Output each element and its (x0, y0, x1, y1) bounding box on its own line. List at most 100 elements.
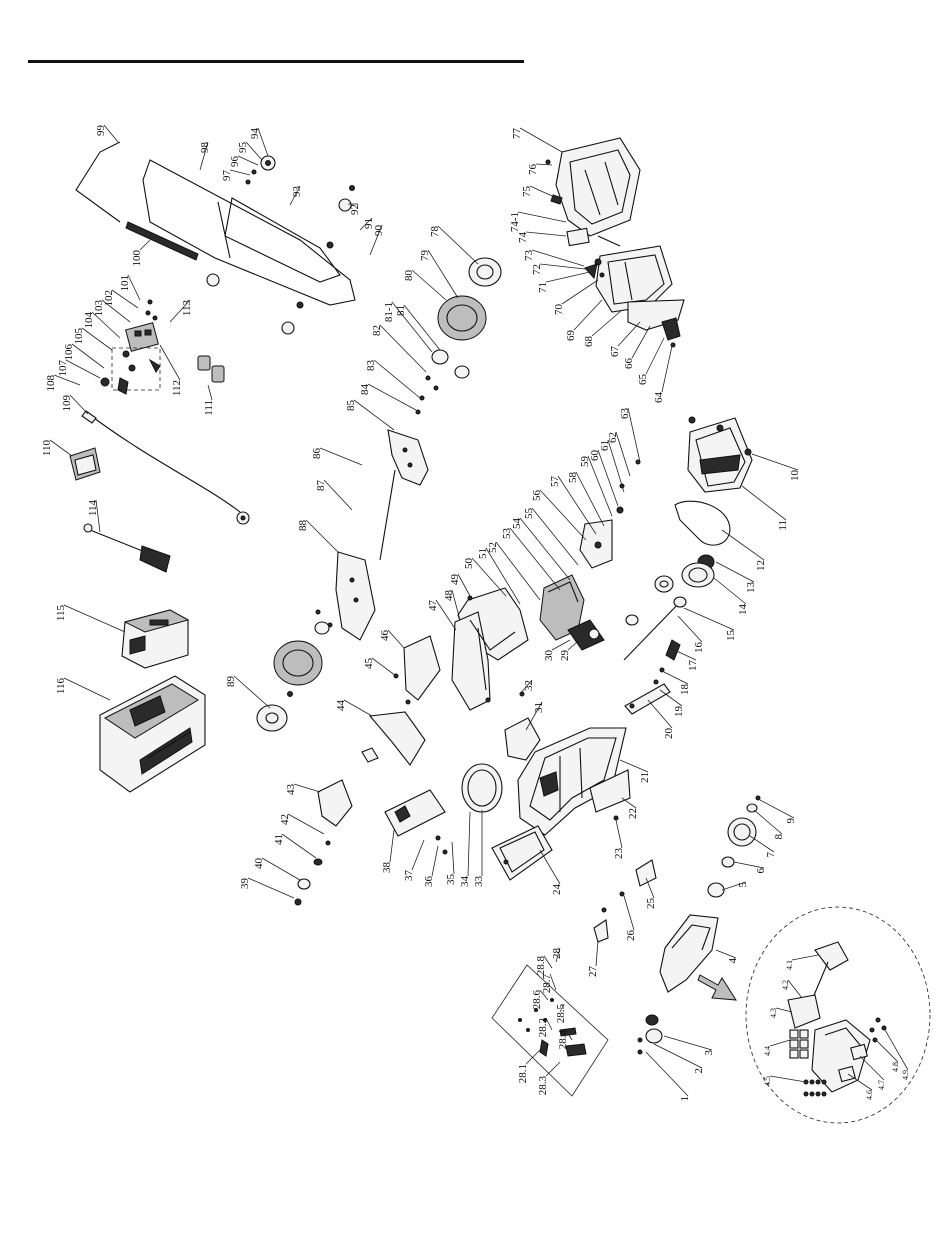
leader-line (619, 759, 649, 773)
leader-line (721, 881, 747, 891)
callout-113: 113 (169, 300, 193, 323)
callout-116: 116 (55, 678, 111, 701)
part-number-label: 16 (693, 642, 705, 654)
part-number-label: 89 (225, 676, 237, 688)
leader-line (875, 1039, 899, 1063)
callout-28: 28 (551, 948, 563, 963)
callout-62: 62 (607, 431, 631, 477)
part-number-label: 13 (745, 582, 757, 594)
part-number-label: 60 (589, 450, 601, 462)
leader-line (525, 231, 567, 237)
part-number-label: 78 (429, 226, 441, 238)
part-number-label: 96 (229, 156, 241, 168)
part-number-label: 61 (599, 440, 611, 451)
callout-4-9: 4.9 (883, 1027, 910, 1080)
part-number-label: 83 (365, 360, 377, 372)
leader-line (199, 141, 209, 171)
part-number-label: 112 (171, 380, 183, 396)
callout-50: 50 (463, 558, 507, 597)
callout-35: 35 (445, 841, 457, 885)
part-number-label: 31 (533, 702, 545, 713)
part-number-label: 4.6 (865, 1090, 874, 1100)
callout-90: 90 (369, 224, 385, 256)
callout-92: 92 (348, 203, 361, 215)
leader-line (81, 327, 113, 351)
callout-39: 39 (239, 878, 295, 899)
callout-66: 66 (623, 325, 651, 369)
leader-line (647, 699, 673, 729)
callout-19: 19 (659, 689, 685, 717)
leader-line (617, 321, 641, 347)
leader-line (369, 224, 383, 256)
part-number-label: 108 (45, 375, 57, 392)
part-number-label: 71 (537, 282, 549, 293)
callout-16: 16 (677, 615, 705, 654)
part-number-label: 4.2 (781, 980, 790, 990)
cap-40 (297, 878, 311, 890)
leader-line (159, 344, 181, 381)
part-number-label: 97 (221, 170, 233, 182)
switch-box-assembly (100, 299, 225, 395)
axle-bracket-88 (335, 551, 376, 641)
part-number-label: 28.5 (555, 1004, 567, 1024)
part-number-label: 29 (559, 650, 571, 662)
callout-3: 3 (663, 1035, 715, 1056)
part-number-label: 115 (55, 605, 67, 622)
part-number-label: 74 (517, 232, 529, 244)
callout-20: 20 (647, 699, 675, 739)
arm-20 (624, 683, 671, 715)
callout-101: 101 (119, 274, 141, 301)
callout-84: 84 (359, 384, 417, 411)
detail-circle-4 (745, 906, 931, 1124)
wheel-79 (437, 295, 487, 341)
callout-114: 114 (87, 500, 101, 533)
leader-line (787, 979, 803, 999)
callout-28-8: 28.8 (535, 956, 553, 975)
axle-bracket-85 (387, 429, 429, 486)
hubcap-89 (256, 704, 288, 732)
part-number-label: 85 (345, 400, 357, 412)
callout-105: 105 (73, 327, 113, 351)
callout-4-4: 4.4 (763, 1039, 791, 1056)
battery-115 (121, 609, 190, 669)
leader-line (101, 299, 131, 323)
chute-rod-109 (89, 414, 241, 513)
leader-line (431, 845, 439, 877)
part-number-label: 93 (291, 186, 303, 198)
part-number-label: 77 (511, 128, 523, 140)
leader-line (769, 1039, 791, 1047)
callout-9: 9 (759, 799, 797, 824)
leader-line (749, 835, 775, 853)
leader-line (245, 141, 263, 161)
callout-2: 2 (653, 1043, 705, 1074)
callout-70: 70 (553, 279, 599, 315)
part-number-label: 107 (57, 360, 69, 377)
leader-line (561, 279, 599, 305)
callout-46: 46 (379, 630, 405, 649)
callout-91: 91 (359, 217, 375, 231)
part-number-label: 82 (371, 325, 383, 336)
leader-line (517, 211, 567, 223)
front-wheel-assembly (637, 795, 761, 1055)
leader-line (645, 337, 665, 375)
callout-76: 76 (527, 164, 553, 175)
leader-line (715, 949, 737, 959)
part-number-label: 43 (285, 784, 297, 796)
callout-82: 82 (371, 324, 427, 373)
part-number-label: 2 (693, 1068, 705, 1074)
part-number-label: 68 (583, 336, 595, 348)
leader-line (627, 407, 641, 463)
part-number-label: 17 (687, 660, 699, 672)
callout-32: 32 (519, 679, 535, 695)
detail-plate-4-2 (787, 994, 821, 1029)
part-number-label: 111 (203, 400, 215, 416)
detail-outline (745, 906, 931, 1124)
leader-line (597, 449, 619, 507)
part-number-label: 95 (237, 142, 249, 154)
part-number-label: 44 (335, 700, 347, 712)
part-number-label: 4.5 (763, 1076, 772, 1086)
leader-line (791, 954, 819, 961)
callout-28-7: 28.7 (541, 974, 557, 993)
leader-line (615, 819, 623, 849)
switch-box (125, 322, 159, 352)
